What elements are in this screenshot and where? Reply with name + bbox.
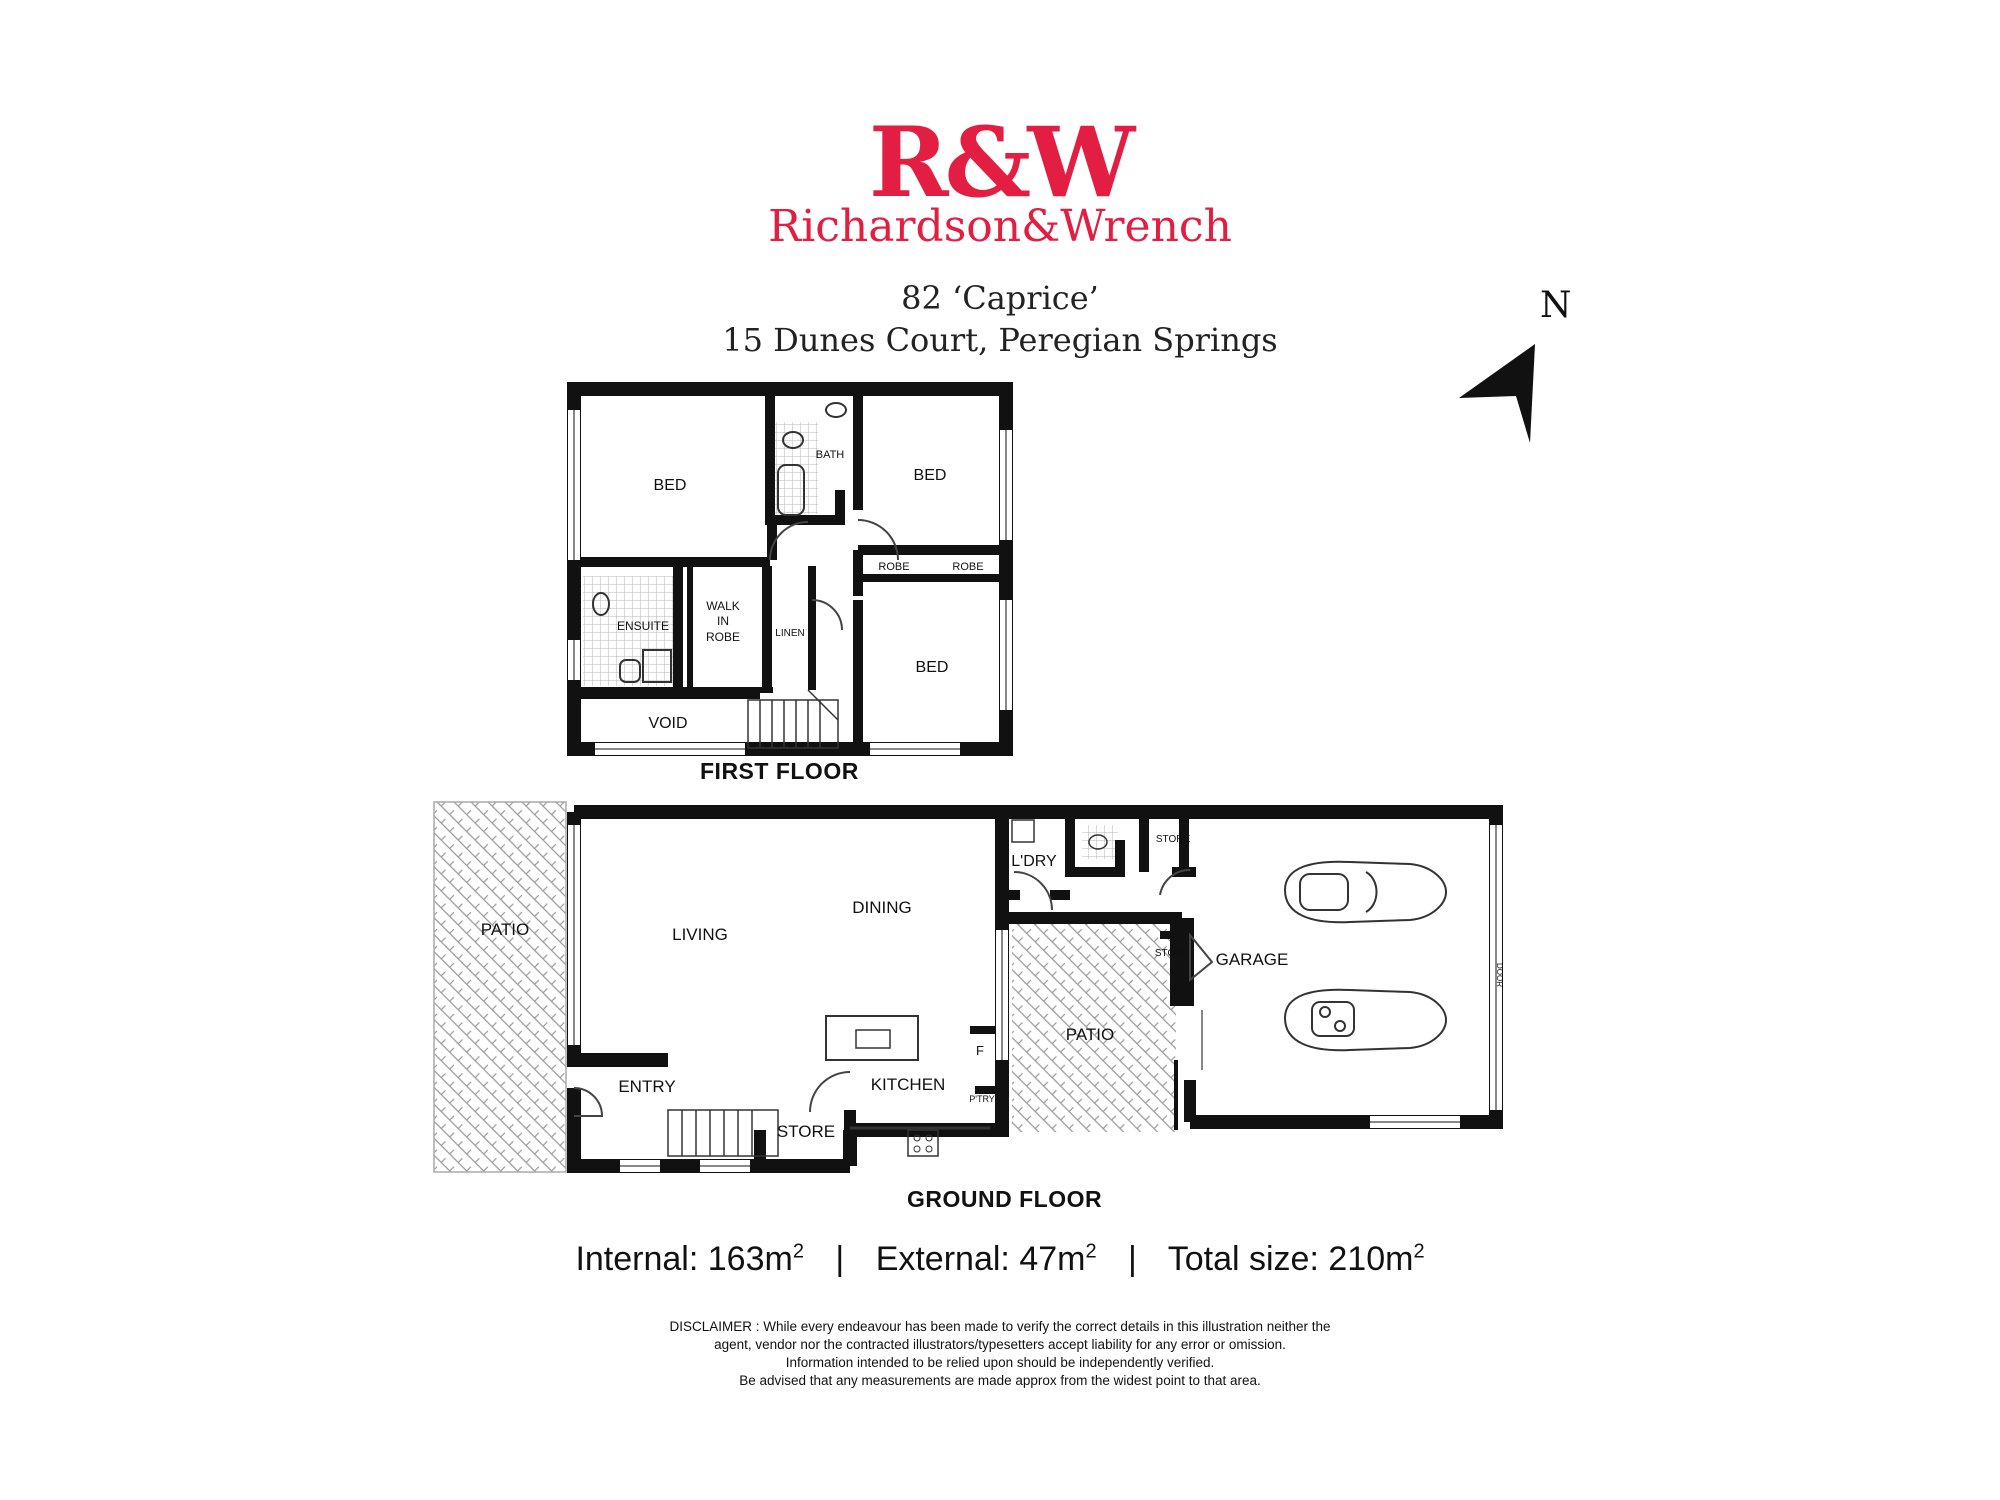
room-walk-in-robe-1: WALK: [706, 599, 740, 613]
first-floor-outer-wall: [567, 382, 1013, 756]
room-pantry: P'TRY: [969, 1094, 995, 1104]
room-bed-2: BED: [914, 467, 947, 484]
room-store-3: STORE: [777, 1122, 835, 1141]
room-garage: GARAGE: [1216, 950, 1289, 969]
room-robe-2: ROBE: [952, 561, 983, 573]
separator: |: [835, 1240, 845, 1278]
first-floor-plan: BED BATH BED ROBE ROBE ENSUITE WALK IN R…: [567, 382, 1013, 756]
property-title: 82 ‘Caprice’: [901, 279, 1099, 317]
disclaimer-line: agent, vendor nor the contracted illustr…: [714, 1337, 1286, 1352]
disclaimer: DISCLAIMER : While every endeavour has b…: [500, 1318, 1500, 1390]
car-icon: [1283, 860, 1448, 924]
room-ensuite: ENSUITE: [617, 619, 669, 633]
property-address: 15 Dunes Court, Peregian Springs: [722, 321, 1278, 359]
ground-floor-label: GROUND FLOOR: [907, 1186, 1103, 1212]
internal-area-exponent: 2: [792, 1240, 804, 1263]
total-area-value: 210m: [1328, 1240, 1414, 1278]
room-bed-1: BED: [654, 477, 687, 494]
room-dining: DINING: [852, 898, 912, 917]
room-laundry: L'DRY: [1011, 853, 1057, 870]
first-floor-label: FIRST FLOOR: [700, 758, 859, 784]
room-store-1: STORE: [1156, 834, 1191, 845]
room-walk-in-robe-3: ROBE: [706, 630, 740, 644]
internal-area-label: Internal:: [575, 1240, 699, 1278]
external-area-exponent: 2: [1085, 1240, 1097, 1263]
external-area-value: 47m: [1019, 1240, 1086, 1278]
first-floor-stairs: [747, 689, 839, 749]
powder-tiles: [1082, 825, 1118, 859]
room-void: VOID: [648, 715, 687, 732]
cooktop-icon: [907, 1129, 939, 1157]
room-entry: ENTRY: [618, 1077, 675, 1096]
disclaimer-line: Be advised that any measurements are mad…: [739, 1373, 1261, 1388]
west-patio-paving: [433, 801, 567, 1173]
room-fridge: F: [976, 1043, 984, 1058]
garage-door-label: DOOR: [1495, 963, 1504, 987]
room-kitchen: KITCHEN: [871, 1075, 946, 1094]
brand-name: Richardson&Wrench: [768, 201, 1232, 252]
disclaimer-line: Information intended to be relied upon s…: [785, 1355, 1215, 1370]
external-area-label: External:: [875, 1240, 1010, 1278]
north-arrow-icon: [1459, 344, 1535, 443]
kitchen-island: [825, 1015, 919, 1061]
room-robe-1: ROBE: [878, 561, 909, 573]
room-living: LIVING: [672, 925, 728, 944]
total-area-exponent: 2: [1413, 1240, 1425, 1263]
room-store-2: STORE: [1155, 948, 1190, 959]
room-walk-in-robe-2: IN: [717, 614, 729, 628]
room-patio-court: PATIO: [1066, 1025, 1115, 1044]
area-summary: Internal: 163m2 | External: 47m2 | Total…: [0, 1240, 2000, 1279]
brand-logo: R&W: [868, 106, 1135, 219]
room-bed-3: BED: [916, 659, 949, 676]
disclaimer-line: DISCLAIMER : While every endeavour has b…: [669, 1319, 1331, 1334]
bath-tiles: [774, 422, 818, 514]
north-label: N: [1540, 285, 1572, 326]
room-linen: LINEN: [775, 628, 804, 639]
total-area-label: Total size:: [1167, 1240, 1319, 1278]
ground-floor-stairs: [667, 1109, 779, 1157]
internal-area-value: 163m: [707, 1240, 793, 1278]
separator: |: [1128, 1240, 1137, 1278]
car-icon: [1283, 988, 1448, 1052]
ground-floor-plan: PATIO LIVING DINING L'DRY STORE STORE GA…: [433, 801, 1504, 1173]
room-patio-west: PATIO: [481, 920, 530, 939]
room-bath: BATH: [816, 449, 845, 461]
court-patio-paving: [1012, 922, 1176, 1132]
